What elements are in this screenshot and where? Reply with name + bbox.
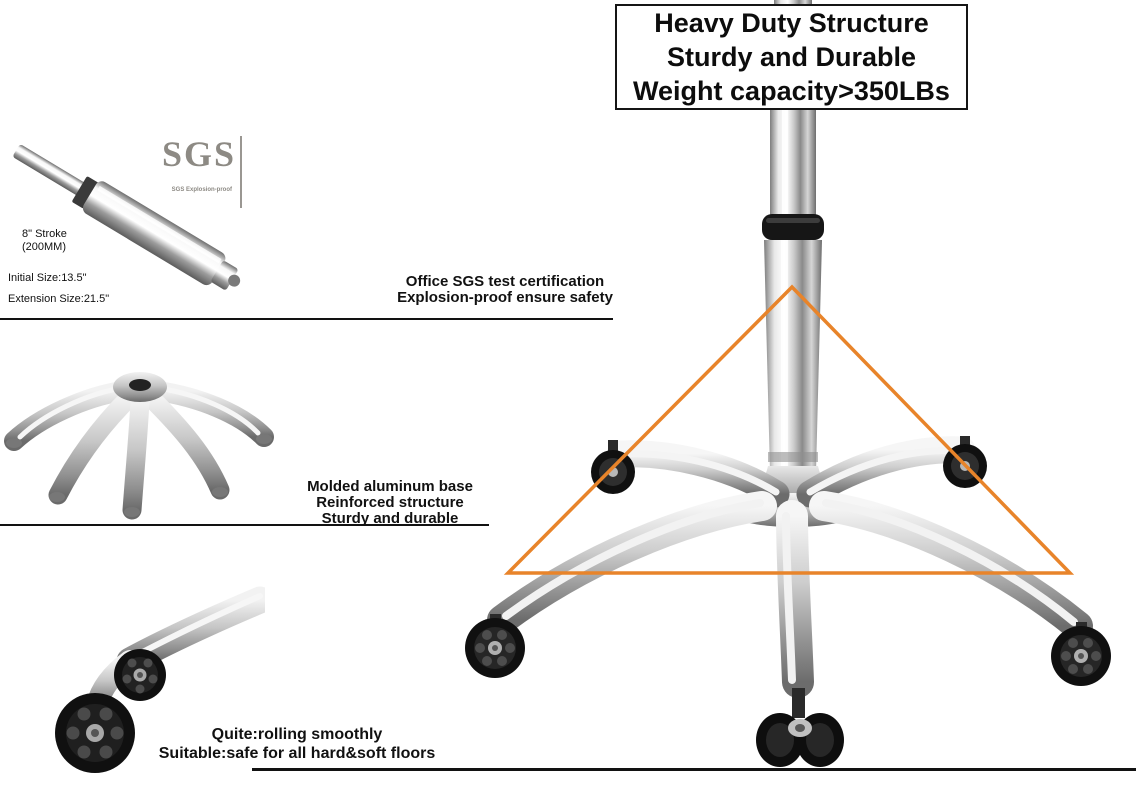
sgs-logo: SGS SGS Explosion-proof xyxy=(162,136,242,208)
base-leg xyxy=(776,500,814,698)
stroke-label: 8" Stroke (200MM) xyxy=(22,228,67,254)
caster-wheel-small xyxy=(114,649,166,701)
gas-cylinder xyxy=(764,240,822,472)
initial-size-label: Initial Size:13.5" xyxy=(8,272,87,284)
caster-closeup-image xyxy=(55,586,265,773)
stroke-label-line2: (200MM) xyxy=(22,241,67,253)
sgs-logo-text: SGS xyxy=(162,134,237,174)
certification-line1: Office SGS test certification xyxy=(405,273,605,290)
caster-wheel-mid-left xyxy=(465,614,525,678)
section-divider-1 xyxy=(0,318,613,320)
cylinder-collar xyxy=(762,214,824,240)
header-line-3: Weight capacity>350LBs xyxy=(633,76,950,106)
base-line3: Sturdy and durable xyxy=(321,510,459,527)
sgs-logo-subtext: SGS Explosion-proof xyxy=(171,187,232,193)
header-line-1: Heavy Duty Structure xyxy=(654,8,929,38)
header-line-2: Sturdy and Durable xyxy=(666,42,917,72)
certification-annotation: Office SGS test certification Explosion-… xyxy=(370,274,640,306)
extension-size-label: Extension Size:21.5" xyxy=(8,293,110,305)
section-divider-2 xyxy=(0,524,489,526)
certification-line2: Explosion-proof ensure safety xyxy=(397,289,613,306)
base-leg xyxy=(809,491,1093,641)
base-leg xyxy=(487,491,777,635)
casters-line2: Suitable:safe for all hard&soft floors xyxy=(158,745,436,762)
gas-lift-image xyxy=(13,144,241,290)
caster-wheel-big xyxy=(55,693,135,773)
stroke-label-line1: 8" Stroke xyxy=(22,228,67,240)
casters-line1: Quite:rolling smoothly xyxy=(211,726,383,743)
bottom-divider xyxy=(252,768,1136,771)
base-line2: Reinforced structure xyxy=(316,494,464,511)
base-annotation: Molded aluminum base Reinforced structur… xyxy=(270,479,510,527)
main-product-image xyxy=(465,0,1111,767)
aluminum-base-image xyxy=(4,372,274,520)
header-box: Heavy Duty Structure Sturdy and Durable … xyxy=(615,4,968,110)
stability-triangle xyxy=(503,284,1075,575)
casters-annotation: Quite:rolling smoothly Suitable:safe for… xyxy=(117,725,477,763)
base-legs xyxy=(487,436,1093,698)
base-line1: Molded aluminum base xyxy=(307,478,473,495)
caster-wheel-mid-right xyxy=(1051,622,1111,686)
caster-wheel-front xyxy=(756,688,844,767)
